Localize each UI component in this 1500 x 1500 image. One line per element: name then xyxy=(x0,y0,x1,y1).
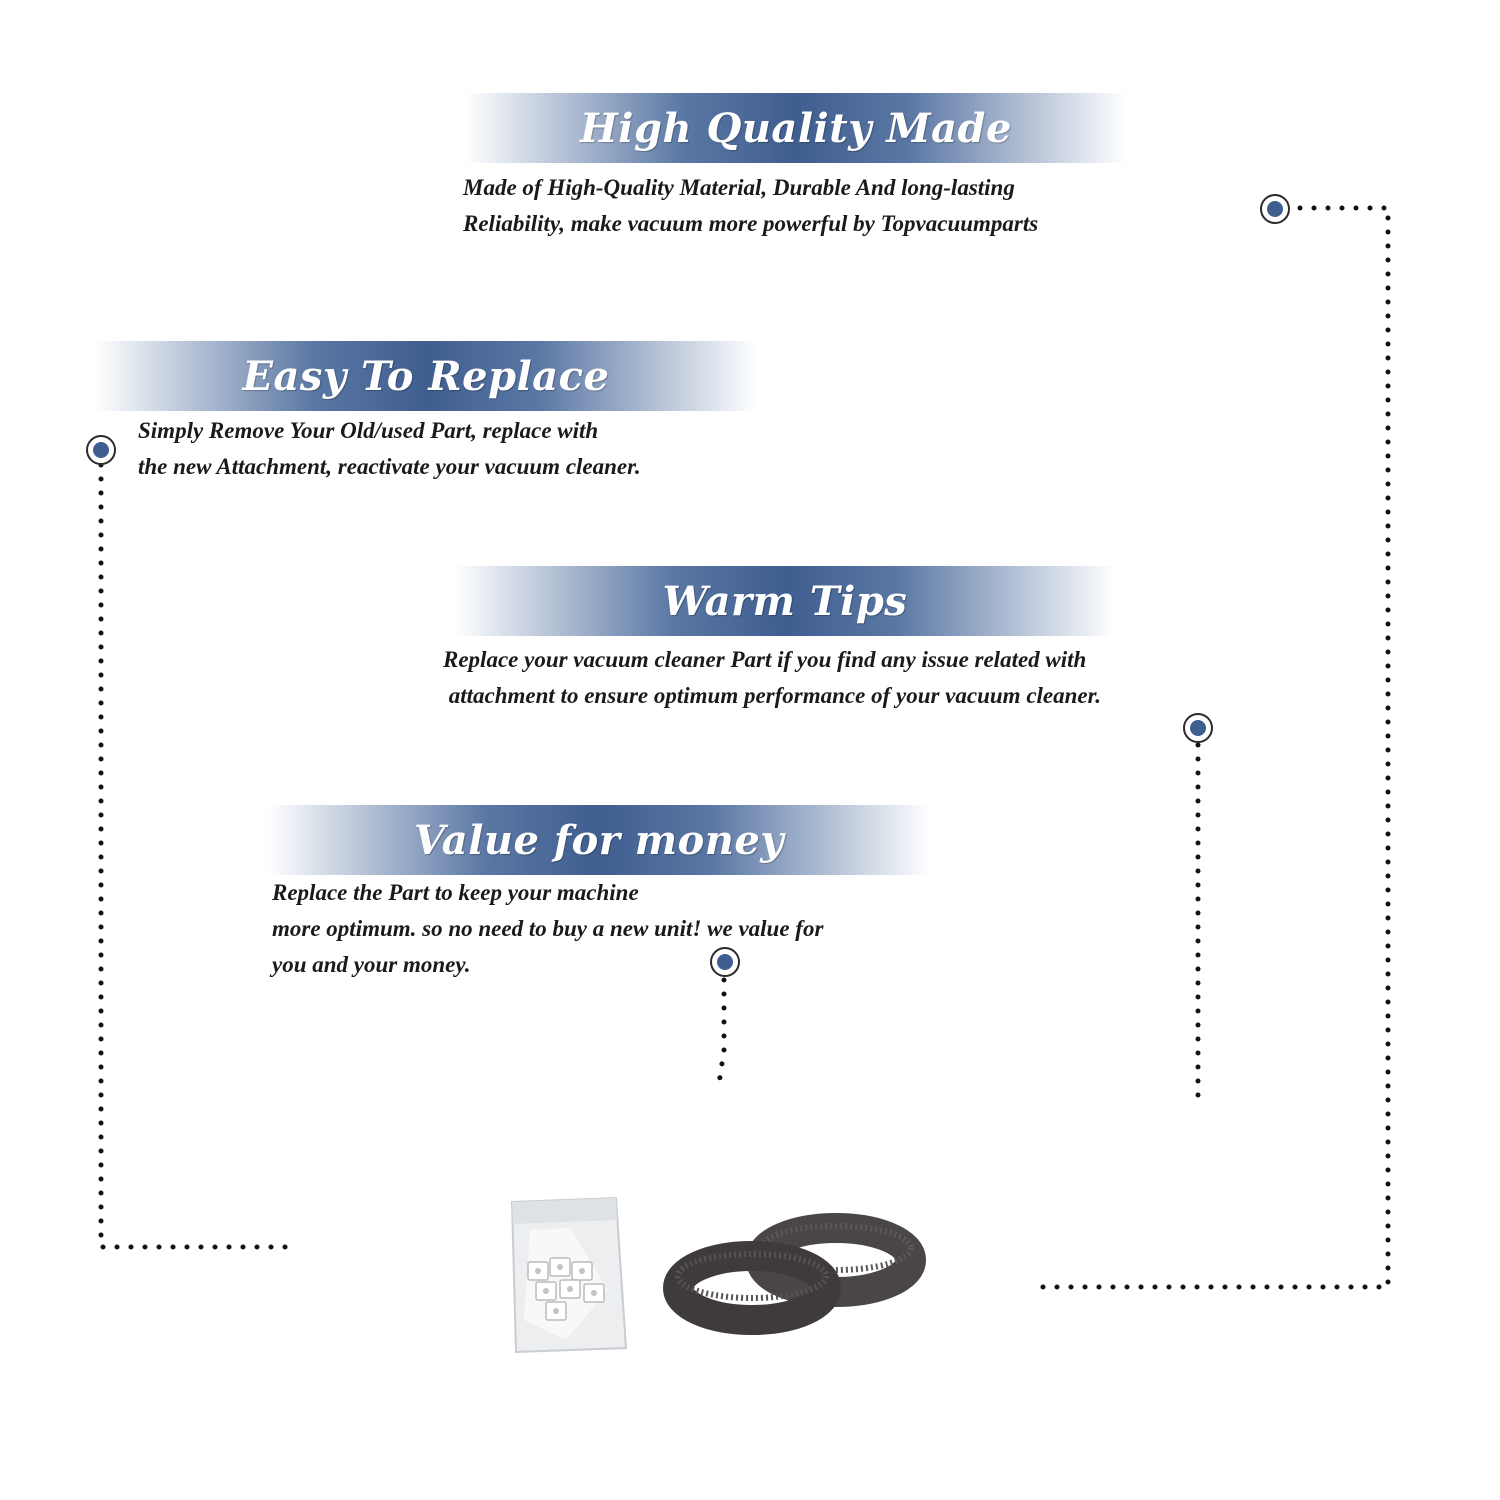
description-line: Made of High-Quality Material, Durable A… xyxy=(463,175,1015,200)
marker-dot-easy-replace xyxy=(86,435,116,465)
description-line: you and your money. xyxy=(272,952,471,977)
banner-easy-replace: Easy To Replace xyxy=(95,341,757,411)
banner-value: Value for money xyxy=(268,805,930,875)
connector-value xyxy=(715,977,727,1093)
section-title: Value for money xyxy=(413,816,785,864)
description-line: more optimum. so no need to buy a new un… xyxy=(272,916,824,941)
connector-high-quality xyxy=(1037,205,1391,1290)
marker-dot-value xyxy=(710,947,740,977)
description-line: the new Attachment, reactivate your vacu… xyxy=(138,454,641,479)
section-title: Easy To Replace xyxy=(242,352,610,400)
description-line: Reliability, make vacuum more powerful b… xyxy=(463,211,1039,236)
description-line: Replace the Part to keep your machine xyxy=(272,880,639,905)
description-easy-replace: Simply Remove Your Old/used Part, replac… xyxy=(138,413,641,485)
marker-dot-high-quality xyxy=(1260,194,1290,224)
description-line: Simply Remove Your Old/used Part, replac… xyxy=(138,418,599,443)
vacuum-belt-icon xyxy=(663,1213,926,1335)
section-title: High Quality Made xyxy=(580,104,1012,152)
banner-high-quality: High Quality Made xyxy=(465,93,1127,163)
marker-dot-warm-tips xyxy=(1183,713,1213,743)
section-title: Warm Tips xyxy=(662,577,908,625)
bag-of-clips-icon xyxy=(510,1196,628,1354)
description-high-quality: Made of High-Quality Material, Durable A… xyxy=(463,170,1038,242)
description-value: Replace the Part to keep your machine mo… xyxy=(272,875,823,983)
banner-warm-tips: Warm Tips xyxy=(455,566,1115,636)
description-line: attachment to ensure optimum performance… xyxy=(443,683,1102,708)
connector-easy-replace xyxy=(98,462,298,1250)
description-warm-tips: Replace your vacuum cleaner Part if you … xyxy=(443,642,1101,714)
description-line: Replace your vacuum cleaner Part if you … xyxy=(443,647,1087,672)
product-image xyxy=(510,1196,926,1354)
